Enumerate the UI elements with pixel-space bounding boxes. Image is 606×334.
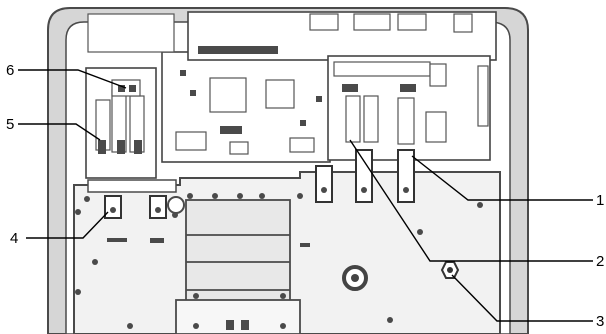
leader-6 [18, 69, 127, 89]
leader-3 [451, 274, 593, 322]
terminal-lugs-left [104, 195, 185, 219]
leader-1 [411, 155, 593, 201]
power-board [327, 55, 491, 161]
control-board [161, 51, 331, 163]
callout-2: 2 [596, 253, 604, 270]
leader-5 [18, 123, 101, 141]
callout-1: 1 [596, 192, 604, 209]
callout-3: 3 [596, 313, 604, 330]
callout-4: 4 [10, 230, 18, 247]
hex-nut [440, 261, 460, 279]
callout-labels: 1 2 3 4 5 6 [6, 62, 604, 330]
leader-2 [349, 139, 593, 262]
center-rail [175, 199, 301, 334]
callout-leaders [18, 69, 593, 322]
ground-terminal [342, 265, 368, 291]
callout-6: 6 [6, 62, 14, 79]
leader-4 [26, 211, 109, 239]
terminal-lugs-right [315, 149, 415, 203]
callout-5: 5 [6, 116, 14, 133]
